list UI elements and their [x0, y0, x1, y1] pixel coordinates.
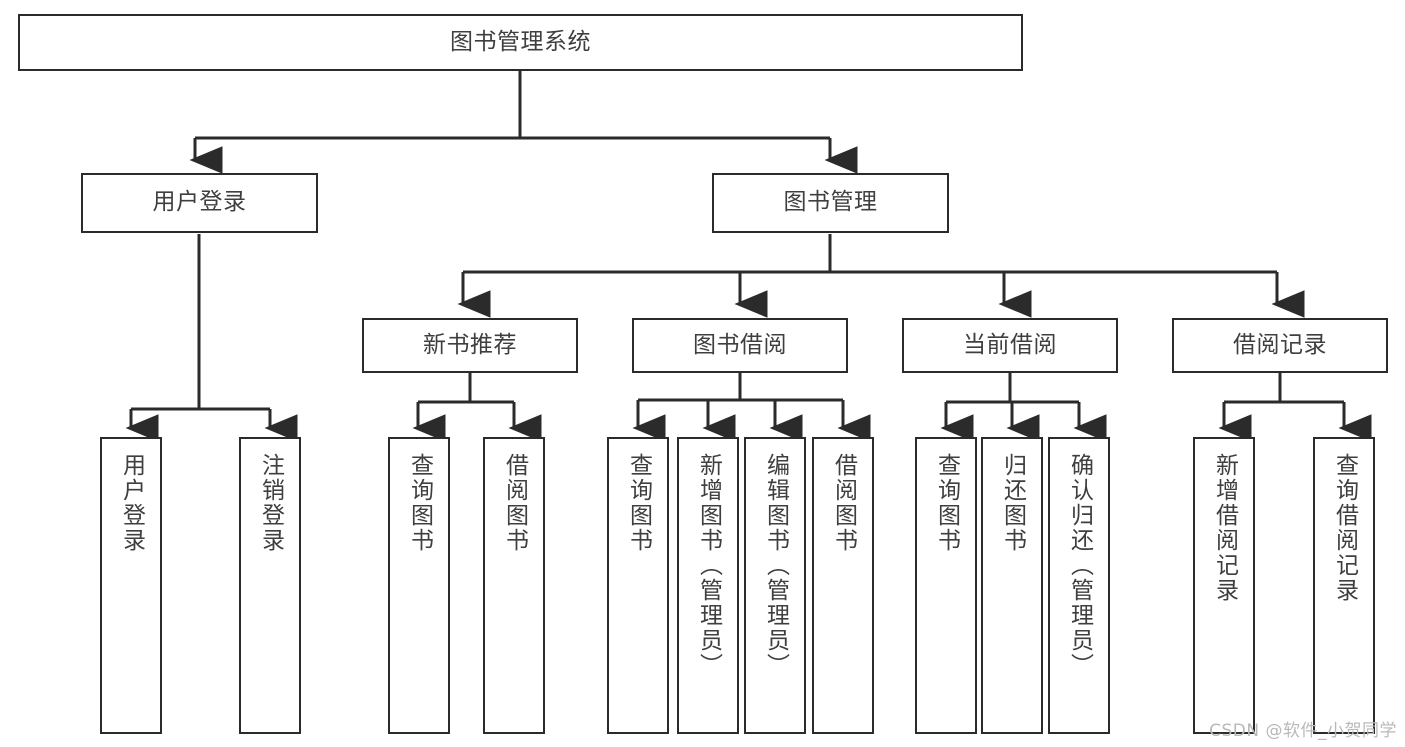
leaf-user-login-login-label: 用户登录 — [118, 453, 145, 553]
watermark: CSDN @软件_小贺同学 — [1209, 721, 1397, 741]
leaf-borrow-query-book-label: 查询图书 — [625, 453, 652, 553]
leaf-borrow-edit-book-label: 编辑图书（管理员） — [762, 453, 789, 678]
node-book-borrow[interactable]: 图书借阅 — [632, 318, 848, 373]
leaf-borrow-add-book-label: 新增图书（管理员） — [695, 453, 722, 678]
leaf-user-login-logout[interactable]: 注销登录 — [239, 437, 301, 734]
node-borrow-records[interactable]: 借阅记录 — [1172, 318, 1388, 373]
node-book-management-label: 图书管理 — [783, 189, 878, 216]
node-current-borrow-label: 当前借阅 — [963, 331, 1057, 358]
leaf-records-add-record-label: 新增借阅记录 — [1211, 453, 1238, 603]
node-new-book-recommend[interactable]: 新书推荐 — [362, 318, 578, 373]
leaf-borrow-borrow-book-label: 借阅图书 — [830, 453, 857, 553]
node-book-management[interactable]: 图书管理 — [712, 173, 949, 233]
leaf-user-login-logout-label: 注销登录 — [257, 453, 284, 553]
leaf-current-return-book[interactable]: 归还图书 — [981, 437, 1043, 734]
leaf-user-login-login[interactable]: 用户登录 — [100, 437, 162, 734]
leaf-new-book-query[interactable]: 查询图书 — [388, 437, 450, 734]
node-borrow-records-label: 借阅记录 — [1233, 331, 1327, 358]
leaf-records-query-record-label: 查询借阅记录 — [1331, 453, 1358, 603]
node-user-login-label: 用户登录 — [152, 189, 247, 216]
leaf-new-book-query-label: 查询图书 — [406, 453, 433, 553]
leaf-new-book-borrow[interactable]: 借阅图书 — [483, 437, 545, 734]
node-root-label: 图书管理系统 — [450, 28, 591, 55]
leaf-current-confirm-return-label: 确认归还（管理员） — [1066, 453, 1093, 678]
leaf-current-query-book[interactable]: 查询图书 — [915, 437, 977, 734]
leaf-current-query-book-label: 查询图书 — [933, 453, 960, 553]
leaf-current-confirm-return[interactable]: 确认归还（管理员） — [1048, 437, 1110, 734]
node-book-borrow-label: 图书借阅 — [693, 331, 787, 358]
leaf-current-return-book-label: 归还图书 — [999, 453, 1026, 553]
node-user-login[interactable]: 用户登录 — [81, 173, 318, 233]
node-new-book-recommend-label: 新书推荐 — [423, 331, 517, 358]
leaf-records-query-record[interactable]: 查询借阅记录 — [1313, 437, 1375, 734]
node-current-borrow[interactable]: 当前借阅 — [902, 318, 1118, 373]
leaf-borrow-edit-book[interactable]: 编辑图书（管理员） — [744, 437, 806, 734]
leaf-records-add-record[interactable]: 新增借阅记录 — [1193, 437, 1255, 734]
node-root[interactable]: 图书管理系统 — [18, 14, 1023, 71]
leaf-borrow-borrow-book[interactable]: 借阅图书 — [812, 437, 874, 734]
leaf-borrow-add-book[interactable]: 新增图书（管理员） — [677, 437, 739, 734]
leaf-borrow-query-book[interactable]: 查询图书 — [607, 437, 669, 734]
leaf-new-book-borrow-label: 借阅图书 — [501, 453, 528, 553]
